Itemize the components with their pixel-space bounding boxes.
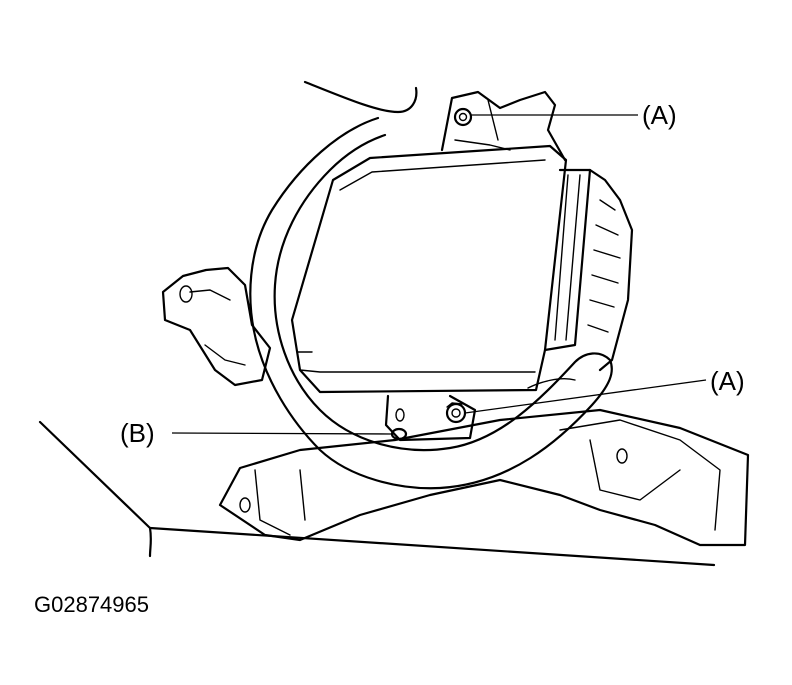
retaining-strap xyxy=(249,116,613,490)
left-bracket xyxy=(161,266,272,387)
upper-trim-panel xyxy=(303,80,418,114)
bolt-a-top xyxy=(453,107,473,127)
leader-a-right xyxy=(464,379,707,414)
leader-b xyxy=(171,432,393,435)
floor-lines xyxy=(38,420,716,567)
lower-bracket xyxy=(218,408,750,547)
control-module xyxy=(290,144,634,394)
callout-a-right: (A) xyxy=(710,366,745,396)
lower-mount-tab xyxy=(384,394,477,442)
bolt-a-right xyxy=(445,402,467,424)
callout-a-top: (A) xyxy=(642,100,677,130)
callout-b: (B) xyxy=(120,418,155,448)
figure-code: G02874965 xyxy=(34,592,149,617)
